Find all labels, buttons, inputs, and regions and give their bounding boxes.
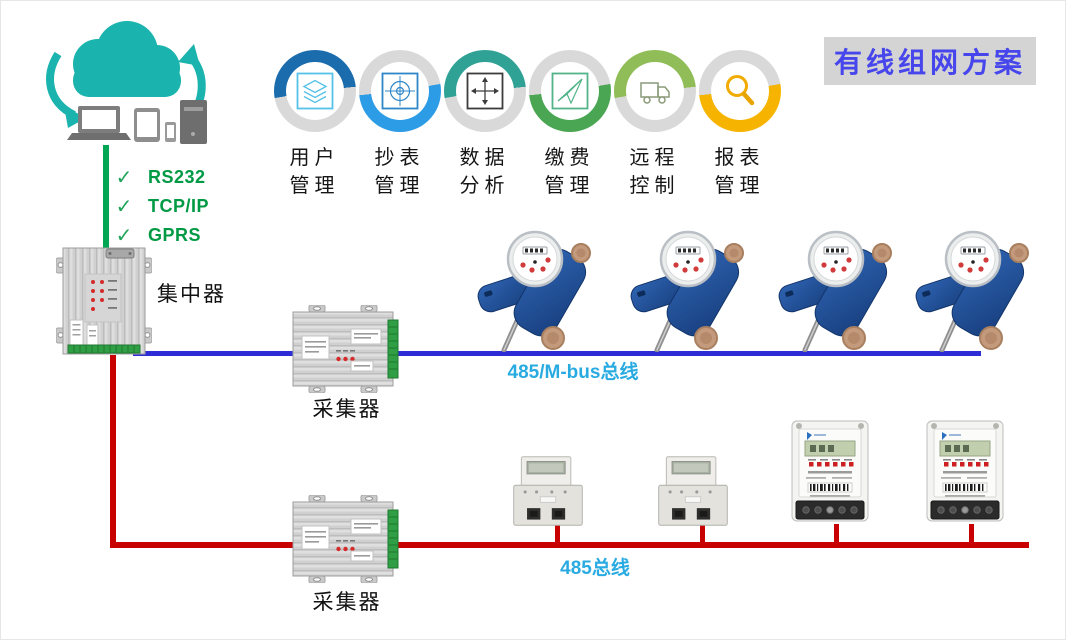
paper-plane-icon — [529, 50, 611, 132]
electric-bus-line — [110, 542, 1029, 548]
feature-ring — [358, 50, 441, 132]
cloud-platform-icon — [28, 10, 220, 152]
feature-ring — [698, 50, 781, 132]
feature-label: 抄表管理 — [374, 147, 425, 197]
protocol-label: TCP/IP — [148, 196, 210, 216]
feature-payment-management: 缴费管理 — [527, 50, 612, 200]
concentrator-image — [56, 246, 152, 356]
feature-chain: 用户管理 抄表管理 — [272, 50, 782, 200]
water-bus-line — [133, 351, 981, 356]
layers-icon — [274, 50, 356, 132]
title-box: 有线组网方案 — [824, 37, 1036, 85]
feature-ring — [528, 50, 611, 132]
din-meter-image — [653, 452, 733, 530]
electric-meter-image — [786, 417, 874, 529]
feature-label: 远程控制 — [629, 147, 680, 197]
feature-user-management: 用户管理 — [272, 50, 357, 200]
water-meter-image — [778, 226, 898, 352]
feature-ring — [613, 50, 696, 132]
protocol-label: GPRS — [148, 225, 202, 245]
din-meter-stub — [555, 524, 560, 544]
feature-label: 数据分析 — [459, 147, 510, 197]
page-title: 有线组网方案 — [833, 48, 1026, 79]
concentrator-label: 集中器 — [157, 283, 226, 306]
check-icon: ✓ — [115, 225, 133, 247]
protocol-item-rs232: ✓ RS232 — [112, 163, 209, 192]
magnifier-icon — [699, 50, 781, 132]
feature-remote-control: 远程控制 — [612, 50, 697, 200]
electric-bus-label: 485总线 — [560, 558, 630, 579]
protocol-item-tcpip: ✓ TCP/IP — [112, 192, 209, 221]
electric-meter-stub — [834, 524, 839, 544]
water-meter-image — [915, 226, 1035, 352]
electric-bus-drop-line — [110, 355, 116, 545]
electric-meter-image — [921, 417, 1009, 529]
crosshair-icon — [359, 50, 441, 132]
check-icon: ✓ — [115, 167, 133, 189]
collector-top-image — [289, 305, 401, 393]
data-arrows-icon — [444, 50, 526, 132]
feature-data-analysis: 数据分析 — [442, 50, 527, 200]
feature-label: 用户管理 — [289, 147, 340, 197]
protocol-list: ✓ RS232 ✓ TCP/IP ✓ GPRS — [112, 163, 209, 250]
electric-meter-stub — [969, 524, 974, 544]
uplink-line — [103, 145, 109, 253]
check-icon: ✓ — [115, 196, 133, 218]
feature-meter-reading: 抄表管理 — [357, 50, 442, 200]
water-bus-label: 485/M-bus总线 — [507, 362, 639, 383]
water-meter-image — [477, 226, 597, 352]
feature-ring — [273, 50, 356, 132]
din-meter-stub — [700, 524, 705, 544]
feature-report-management: 报表管理 — [697, 50, 782, 200]
feature-label: 缴费管理 — [544, 147, 595, 197]
collector-bottom-label: 采集器 — [312, 591, 382, 614]
protocol-label: RS232 — [148, 167, 206, 187]
truck-icon — [614, 50, 696, 132]
protocol-item-gprs: ✓ GPRS — [112, 221, 209, 250]
collector-top-label: 采集器 — [312, 398, 382, 421]
feature-ring — [443, 50, 526, 132]
din-meter-image — [508, 452, 588, 530]
water-meter-image — [630, 226, 750, 352]
feature-label: 报表管理 — [714, 147, 765, 197]
collector-bottom-image — [289, 495, 401, 583]
